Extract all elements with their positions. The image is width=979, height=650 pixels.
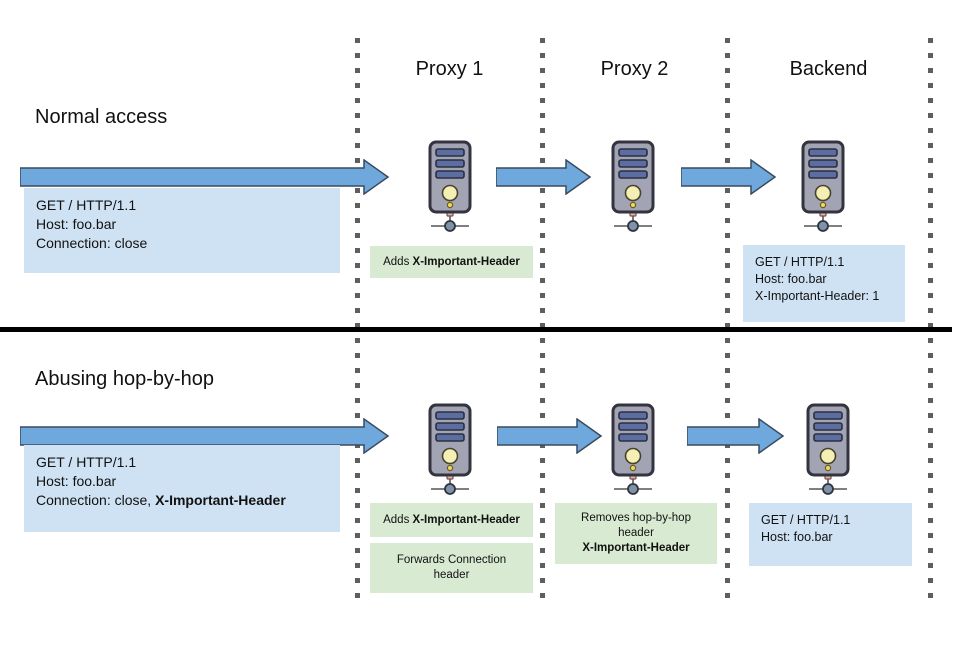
request-box-client-normal: GET / HTTP/1.1 Host: foo.bar Connection:…: [24, 188, 340, 273]
proxy1-action-box2-abuse: Forwards Connection header: [370, 543, 533, 593]
dotted-separator-3: [725, 38, 730, 608]
action-line: header: [433, 569, 470, 581]
server-icon-proxy1-normal: [428, 140, 472, 232]
action-line: Adds X-Important-Header: [383, 255, 520, 268]
column-label-backend: Backend: [789, 58, 868, 80]
proxy1-action-box1-abuse: Adds X-Important-Header: [370, 503, 533, 537]
dotted-separator-1: [355, 38, 360, 608]
request-line: Connection: close: [36, 235, 148, 251]
abuse-section-heading: Abusing hop-by-hop: [35, 368, 215, 390]
request-arrow-proxy1-to-proxy2-abuse: [497, 418, 603, 454]
request-line: Host: foo.bar: [755, 272, 827, 286]
request-line: Host: foo.bar: [761, 530, 833, 544]
action-line: Removes hop-by-hop: [581, 512, 691, 524]
server-icon-proxy1-abuse: [428, 403, 472, 495]
request-arrow-proxy2-to-backend-abuse: [687, 418, 785, 454]
request-box-backend-normal: GET / HTTP/1.1 Host: foo.bar X-Important…: [743, 245, 905, 322]
action-line: Forwards Connection: [396, 554, 507, 566]
request-line: GET / HTTP/1.1: [36, 197, 137, 213]
request-box-backend-abuse: GET / HTTP/1.1 Host: foo.bar: [749, 503, 912, 566]
proxy2-action-box-abuse: Removes hop-by-hop header X-Important-He…: [555, 503, 717, 564]
request-line: GET / HTTP/1.1: [755, 255, 845, 269]
action-line: header: [618, 527, 654, 539]
request-line: X-Important-Header: 1: [755, 289, 880, 303]
server-icon-backend-normal: [801, 140, 845, 232]
action-line-bold: X-Important-Header: [582, 542, 690, 554]
column-label-proxy2: Proxy 2: [600, 58, 669, 80]
request-line: GET / HTTP/1.1: [761, 513, 851, 527]
request-line: Connection: close, X-Important-Header: [36, 492, 286, 508]
normal-section-heading: Normal access: [35, 106, 168, 128]
request-box-client-abuse: GET / HTTP/1.1 Host: foo.bar Connection:…: [24, 445, 340, 532]
action-line: Adds X-Important-Header: [383, 513, 520, 526]
server-icon-proxy2-abuse: [611, 403, 655, 495]
section-divider-line: [0, 327, 952, 332]
request-line: GET / HTTP/1.1: [36, 454, 137, 470]
request-arrow-client-to-proxy1-normal: [20, 159, 390, 195]
request-line: Host: foo.bar: [36, 216, 117, 232]
request-line: Host: foo.bar: [36, 473, 117, 489]
request-arrow-proxy2-to-backend-normal: [681, 159, 777, 195]
column-label-proxy1: Proxy 1: [415, 58, 484, 80]
dotted-separator-4: [928, 38, 933, 608]
proxy1-action-box-normal: Adds X-Important-Header: [370, 246, 533, 278]
server-icon-proxy2-normal: [611, 140, 655, 232]
request-arrow-proxy1-to-proxy2-normal: [496, 159, 592, 195]
dotted-separator-2: [540, 38, 545, 608]
server-icon-backend-abuse: [806, 403, 850, 495]
